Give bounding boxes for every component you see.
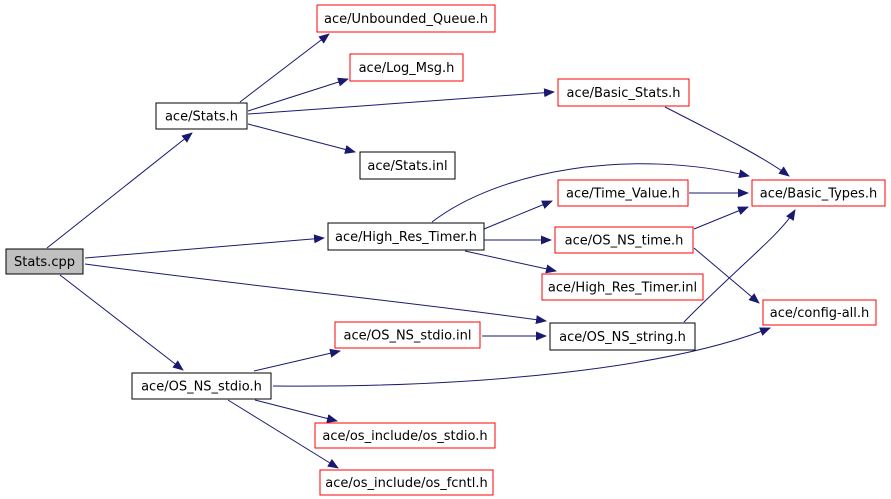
node-box-os-include-fcntl-h[interactable] — [319, 469, 494, 496]
edge-os-ns-string-h-to-basic-types-h — [683, 209, 796, 323]
node-label-time-value-h: ace/Time_Value.h — [566, 187, 680, 202]
node-label-config-all-h: ace/config-all.h — [770, 306, 870, 321]
edge-high-res-timer-h-to-time-value-h — [483, 200, 553, 230]
node-label-unbounded-queue-h: ace/Unbounded_Queue.h — [324, 12, 488, 27]
graph-node-os-ns-stdio-inl[interactable]: ace/OS_NS_stdio.inl — [334, 321, 481, 349]
node-label-os-ns-time-h: ace/OS_NS_time.h — [565, 234, 684, 249]
edge-os-ns-stdio-h-to-os-include-fcntl-h — [227, 399, 339, 469]
node-box-time-value-h[interactable] — [557, 179, 689, 207]
edge-high-res-timer-h-to-basic-types-h — [431, 163, 750, 223]
node-box-basic-stats-h[interactable] — [557, 78, 690, 107]
node-box-os-ns-string-h[interactable] — [549, 322, 696, 351]
edge-os-ns-stdio-h-to-os-ns-stdio-inl — [253, 348, 341, 372]
edge-os-ns-stdio-h-to-config-all-h — [272, 327, 771, 387]
graph-node-log-msg-h[interactable]: ace/Log_Msg.h — [349, 53, 464, 82]
node-label-basic-types-h: ace/Basic_Types.h — [760, 187, 877, 202]
edge-stats-h-to-unbounded-queue-h — [239, 33, 330, 103]
edge-stats-cpp-to-os-ns-string-h — [84, 263, 547, 325]
node-label-stats-inl: ace/Stats.inl — [367, 159, 447, 174]
graph-node-high-res-timer-h[interactable]: ace/High_Res_Timer.h — [327, 222, 485, 251]
graph-node-basic-stats-h[interactable]: ace/Basic_Stats.h — [557, 78, 690, 107]
node-label-os-ns-stdio-h: ace/OS_NS_stdio.h — [141, 380, 262, 395]
edge-stats-cpp-to-high-res-timer-h — [84, 234, 325, 259]
graph-node-stats-inl[interactable]: ace/Stats.inl — [359, 151, 456, 180]
edge-os-ns-time-h-to-config-all-h — [693, 247, 760, 304]
node-box-unbounded-queue-h[interactable] — [316, 4, 496, 33]
edge-basic-stats-h-to-basic-types-h — [664, 106, 790, 177]
node-label-os-ns-stdio-inl: ace/OS_NS_stdio.inl — [343, 329, 471, 344]
node-label-basic-stats-h: ace/Basic_Stats.h — [567, 86, 681, 101]
edge-stats-cpp-to-stats-h — [46, 132, 193, 249]
node-box-os-include-stdio-h[interactable] — [314, 422, 496, 449]
node-label-log-msg-h: ace/Log_Msg.h — [359, 61, 455, 76]
node-label-os-include-fcntl-h: ace/os_include/os_fcntl.h — [325, 476, 487, 491]
graph-node-unbounded-queue-h[interactable]: ace/Unbounded_Queue.h — [316, 4, 496, 33]
node-box-config-all-h[interactable] — [762, 299, 877, 326]
node-box-high-res-timer-inl[interactable] — [541, 273, 704, 301]
graph-node-os-include-fcntl-h[interactable]: ace/os_include/os_fcntl.h — [319, 469, 494, 496]
edge-stats-cpp-to-os-ns-stdio-h — [59, 274, 184, 371]
node-label-stats-cpp: Stats.cpp — [14, 255, 75, 270]
graph-node-high-res-timer-inl[interactable]: ace/High_Res_Timer.inl — [541, 273, 704, 301]
graph-node-stats-cpp[interactable]: Stats.cpp — [5, 248, 84, 275]
graph-node-os-ns-string-h[interactable]: ace/OS_NS_string.h — [549, 322, 696, 351]
graph-node-os-include-stdio-h[interactable]: ace/os_include/os_stdio.h — [314, 422, 496, 449]
edge-stats-h-to-stats-inl — [247, 123, 356, 154]
node-label-os-ns-string-h: ace/OS_NS_string.h — [559, 330, 686, 345]
graph-node-time-value-h[interactable]: ace/Time_Value.h — [557, 179, 689, 207]
node-label-os-include-stdio-h: ace/os_include/os_stdio.h — [322, 429, 487, 444]
node-box-high-res-timer-h[interactable] — [327, 222, 485, 251]
node-box-os-ns-stdio-inl[interactable] — [334, 321, 481, 349]
graph-node-os-ns-time-h[interactable]: ace/OS_NS_time.h — [554, 226, 694, 254]
nodes-layer: Stats.cpp ace/Stats.h ace/Unbounded_Queue.… — [5, 4, 886, 496]
graph-node-config-all-h[interactable]: ace/config-all.h — [762, 299, 877, 326]
edge-os-ns-stdio-h-to-os-include-stdio-h — [254, 399, 338, 423]
edge-stats-h-to-log-msg-h — [247, 77, 349, 112]
edge-high-res-timer-h-to-high-res-timer-inl — [464, 250, 557, 274]
graph-node-os-ns-stdio-h[interactable]: ace/OS_NS_stdio.h — [131, 372, 272, 400]
edges-layer — [46, 33, 796, 469]
node-box-os-ns-stdio-h[interactable] — [131, 372, 272, 400]
node-box-os-ns-time-h[interactable] — [554, 226, 694, 254]
node-label-stats-h: ace/Stats.h — [165, 110, 238, 125]
node-box-stats-h[interactable] — [155, 102, 248, 130]
graph-node-stats-h[interactable]: ace/Stats.h — [155, 102, 248, 130]
node-box-basic-types-h[interactable] — [751, 179, 886, 207]
node-label-high-res-timer-h: ace/High_Res_Timer.h — [335, 230, 477, 245]
edge-os-ns-time-h-to-basic-types-h — [693, 206, 749, 230]
edge-stats-h-to-basic-stats-h — [247, 88, 555, 115]
node-box-stats-cpp[interactable] — [5, 248, 84, 275]
node-box-stats-inl[interactable] — [359, 151, 456, 180]
node-box-log-msg-h[interactable] — [349, 53, 464, 82]
node-label-high-res-timer-inl: ace/High_Res_Timer.inl — [548, 281, 697, 296]
graph-node-basic-types-h[interactable]: ace/Basic_Types.h — [751, 179, 886, 207]
